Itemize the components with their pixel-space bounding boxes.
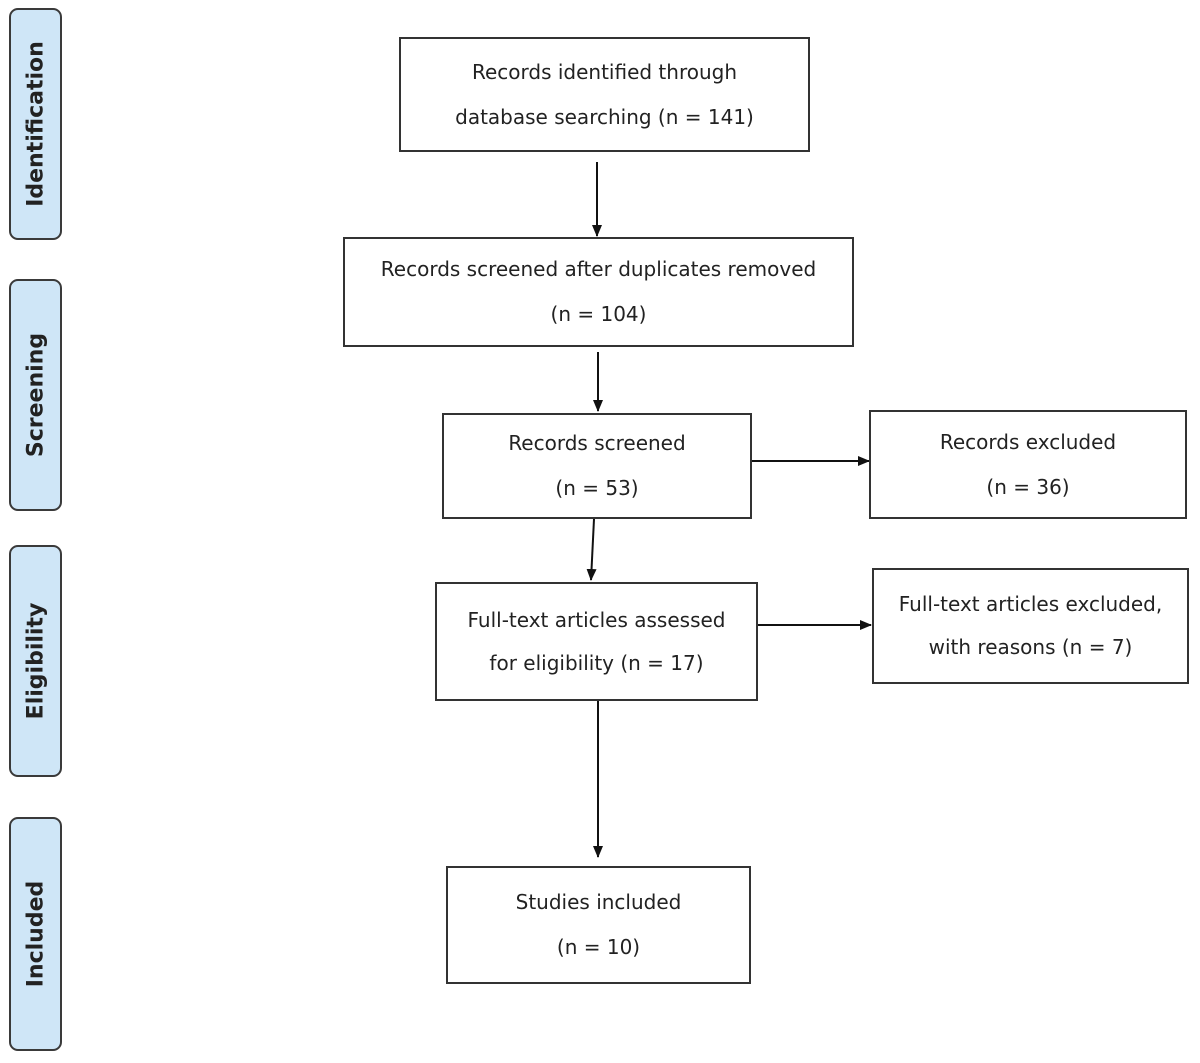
phase-screening: Screening <box>9 279 62 511</box>
box-records-excluded-line2: (n = 36) <box>986 474 1070 499</box>
box-records-identified-line2: database searching (n = 141) <box>455 104 754 129</box>
box-fulltext-excluded-line2: with reasons (n = 7) <box>928 635 1133 659</box>
box-fulltext-excluded-line1: Full-text articles excluded, <box>898 592 1163 616</box>
box-studies-included-line1: Studies included <box>515 890 682 914</box>
box-records-excluded-line1: Records excluded <box>939 429 1117 454</box>
box-records-screened-line2: (n = 53) <box>555 476 639 500</box>
box-records-after-duplicates-line2: (n = 104) <box>550 302 647 326</box>
box-records-identified-line1: Records identified through <box>471 59 738 84</box>
box-fulltext-assessed-line1: Full-text articles assessed <box>467 607 726 632</box>
box-fulltext-assessed: Full-text articles assessed for eligibil… <box>435 582 758 701</box>
arrow-screened-to-fulltext <box>586 518 597 581</box>
box-records-excluded: Records excluded (n = 36) <box>869 410 1187 519</box>
box-records-screened-line1: Records screened <box>508 431 686 455</box>
phase-identification: Identification <box>9 8 62 240</box>
box-fulltext-assessed-line2: for eligibility (n = 17) <box>489 650 704 675</box>
box-records-identified: Records identified through database sear… <box>399 37 810 152</box>
box-records-after-duplicates-line1: Records screened after duplicates remove… <box>380 257 817 281</box>
box-studies-included: Studies included (n = 10) <box>446 866 751 984</box>
phase-eligibility: Eligibility <box>9 545 62 777</box>
box-studies-included-line2: (n = 10) <box>556 935 641 959</box>
box-fulltext-excluded: Full-text articles excluded, with reason… <box>872 568 1189 684</box>
box-records-after-duplicates: Records screened after duplicates remove… <box>343 237 854 347</box>
box-records-screened: Records screened (n = 53) <box>442 413 752 519</box>
phase-included: Included <box>9 817 62 1051</box>
